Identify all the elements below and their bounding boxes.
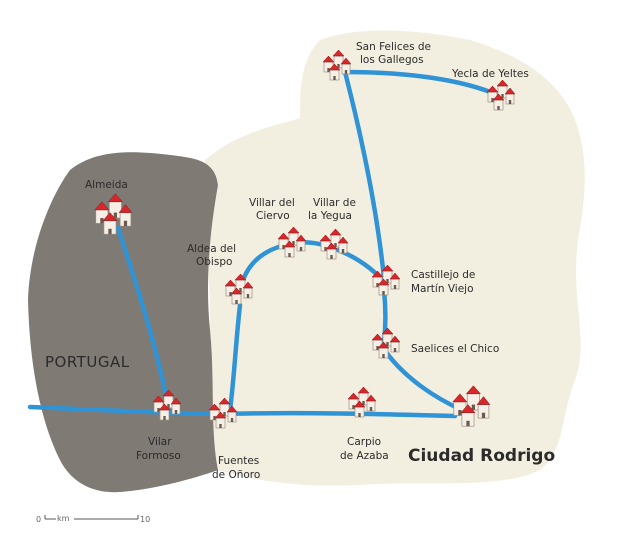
scale-unit-label: km — [57, 514, 70, 523]
town-label-carpio: Carpio — [347, 436, 381, 448]
town-icon-carpio — [347, 386, 377, 418]
town-icon-villar-ciervo — [277, 226, 307, 258]
town-label-yecla: Yecla de Yeltes — [451, 68, 529, 80]
town-label-fuentes-2: de Oñoro — [212, 469, 260, 481]
country-label-portugal: PORTUGAL — [45, 353, 130, 371]
spain-region — [203, 30, 585, 486]
town-icon-aldea-obispo — [224, 273, 254, 305]
town-icon-fuentes — [208, 397, 238, 429]
town-label-vilar-formoso: Vilar — [148, 436, 172, 448]
town-label-aldea-obispo: Aldea del — [187, 243, 236, 255]
town-icons — [94, 49, 516, 429]
route-lines — [27, 69, 503, 419]
town-icon-almeida — [94, 193, 133, 235]
town-icon-san-felices — [322, 49, 352, 81]
route-sanfelices-yecla — [342, 69, 503, 99]
route-fuentes-ciudad — [219, 410, 458, 419]
town-label-carpio-2: de Azaba — [340, 450, 389, 462]
town-icon-vilar-formoso — [152, 389, 182, 421]
town-icon-ciudad-rodrigo — [452, 385, 491, 427]
town-label-villar-yegua: Villar de — [313, 197, 356, 209]
portugal-region — [28, 152, 218, 493]
route-west-road — [27, 404, 215, 417]
route-fuentes-aldea — [227, 302, 243, 413]
town-label-san-felices-2: los Gallegos — [360, 54, 424, 66]
town-label-san-felices: San Felices de — [356, 41, 431, 53]
town-label-villar-ciervo-2: Ciervo — [256, 210, 290, 222]
scale-end-label: 10 — [140, 515, 150, 524]
town-label-ciudad-rodrigo: Ciudad Rodrigo — [408, 446, 555, 466]
town-icon-yecla — [486, 79, 516, 111]
scale-bar: 0 km 10 — [36, 512, 150, 524]
town-icon-villar-yegua — [319, 228, 349, 260]
town-label-almeida: Almeida — [85, 179, 128, 191]
town-label-castillejo: Castillejo de — [411, 269, 475, 281]
town-label-saelices: Saelices el Chico — [411, 343, 499, 355]
route-almeida-vilar — [115, 225, 171, 410]
town-label-villar-ciervo: Villar del — [249, 197, 295, 209]
town-icon-castillejo — [371, 264, 401, 296]
town-label-castillejo-2: Martín Viejo — [411, 283, 474, 295]
town-label-villar-yegua-2: la Yegua — [308, 210, 352, 222]
town-label-aldea-obispo-2: Obispo — [196, 256, 232, 268]
scale-start-label: 0 — [36, 515, 41, 524]
route-castillejo-sanfelices — [342, 69, 387, 281]
town-icon-saelices — [371, 327, 401, 359]
town-label-fuentes: Fuentes — [218, 455, 259, 467]
scale-unit-bg — [56, 512, 74, 522]
town-label-vilar-formoso-2: Formoso — [136, 450, 181, 462]
